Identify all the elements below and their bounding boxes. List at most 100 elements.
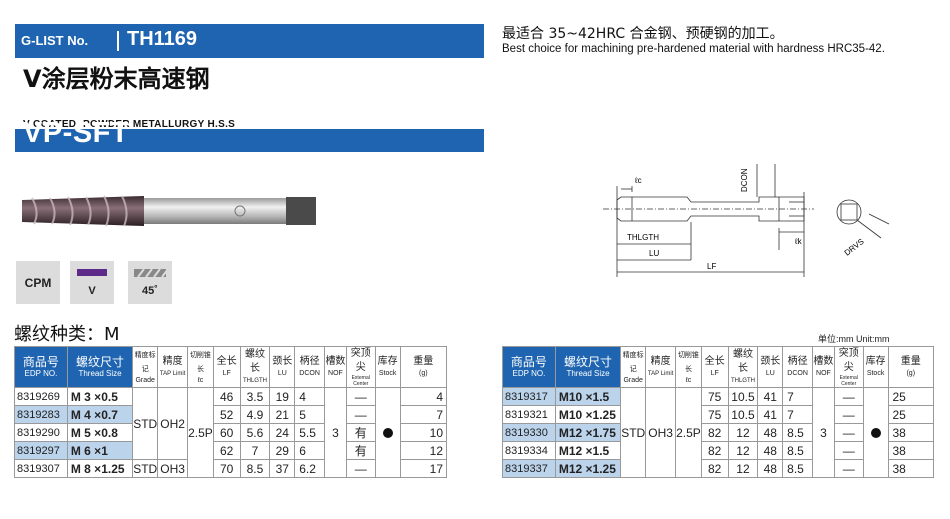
weight-cell: 12 <box>399 441 448 460</box>
edp-cell: 8319283 <box>14 405 68 424</box>
weight-cell: 7 <box>399 405 448 424</box>
lu-cell: 48 <box>757 441 784 460</box>
table-row: 8319337 M12 ×1.25 82 12 48 8.5 — 38 <box>502 459 934 478</box>
thl-cell: 10.5 <box>727 387 759 406</box>
title-panel: V涂层粉末高速钢 V COATED· POWDER METALLURGY H.S… <box>15 58 484 130</box>
lf-cell: 62 <box>212 441 241 460</box>
ext-cell: — <box>345 459 376 478</box>
table-row: 8319290 M 5 ×0.8 60 5.6 24 5.5 有 10 <box>14 423 448 442</box>
lf-cell: 75 <box>700 405 729 424</box>
edp-cell: 8319330 <box>502 423 556 442</box>
grade-cell: STD <box>132 387 159 460</box>
edp-cell: 8319269 <box>14 387 68 406</box>
edp-cell: 8319317 <box>502 387 556 406</box>
coating-color-bar-icon <box>77 269 107 276</box>
ext-cell: — <box>833 423 864 442</box>
dcon-cell: 8.5 <box>782 441 813 460</box>
edp-cell: 8319321 <box>502 405 556 424</box>
weight-cell: 38 <box>887 423 934 442</box>
lf-cell: 82 <box>700 459 729 478</box>
dcon-cell: 4 <box>294 387 326 406</box>
glist-label: G-LIST No. <box>21 33 89 48</box>
thl-cell: 4.9 <box>239 405 271 424</box>
size-cell: M 6 ×1 <box>66 441 134 460</box>
tap-cell: OH3 <box>645 387 677 478</box>
drawing-lk-label: ℓk <box>794 237 803 246</box>
lu-cell: 21 <box>269 405 296 424</box>
drawing-lf-label: LF <box>707 262 716 271</box>
size-cell: M 3 ×0.5 <box>66 387 134 406</box>
coating-badge: V <box>70 261 114 304</box>
weight-cell: 25 <box>887 405 934 424</box>
lf-cell: 75 <box>700 387 729 406</box>
title-cn: V涂层粉末高速钢 <box>23 65 210 93</box>
table-row: 8319307 M 8 ×1.25 STD OH3 70 8.5 37 6.2 … <box>14 459 448 478</box>
dcon-cell: 8.5 <box>782 459 813 478</box>
thl-cell: 5.6 <box>239 423 271 442</box>
lu-cell: 24 <box>269 423 296 442</box>
thl-cell: 7 <box>239 441 271 460</box>
tap-tool-image <box>22 195 316 227</box>
ext-cell: — <box>833 387 864 406</box>
ext-cell: — <box>833 459 864 478</box>
size-cell: M12 ×1.25 <box>554 459 622 478</box>
edp-cell: 8319334 <box>502 441 556 460</box>
drawing-lc-label: ℓc <box>634 176 642 185</box>
table-row: 8319317 M10 ×1.5 STD OH3 2.5P 75 10.5 41… <box>502 387 934 478</box>
edp-cell: 8319307 <box>14 459 68 478</box>
lf-cell: 70 <box>212 459 241 478</box>
weight-cell: 4 <box>399 387 448 406</box>
thl-cell: 10.5 <box>727 405 759 424</box>
series-bar: VP-SFT <box>15 117 484 152</box>
drawing-lu-label: LU <box>649 249 659 258</box>
stock-cell <box>862 387 889 478</box>
cpm-icon: CPM <box>24 276 52 290</box>
dcon-cell: 5 <box>294 405 326 424</box>
size-cell: M10 ×1.5 <box>554 387 622 406</box>
thl-cell: 8.5 <box>239 459 271 478</box>
lu-cell: 41 <box>757 405 784 424</box>
glist-divider <box>117 31 119 51</box>
helix-label: 45˚ <box>142 285 158 297</box>
lu-cell: 29 <box>269 441 296 460</box>
lu-cell: 48 <box>757 423 784 442</box>
lc-cell: 2.5P <box>675 387 702 478</box>
table-row: 8319297 M 6 ×1 62 7 29 6 有 12 <box>14 441 448 460</box>
lu-cell: 37 <box>269 459 296 478</box>
table-row: 8319269 M 3 ×0.5 STD OH2 2.5P 46 3.5 19 … <box>14 387 448 478</box>
grade-cell: STD <box>620 387 647 478</box>
coating-label: V <box>88 285 96 297</box>
thl-cell: 12 <box>727 441 759 460</box>
unit-note: 单位:mm Unit:mm <box>818 334 890 344</box>
size-cell: M 8 ×1.25 <box>66 459 134 478</box>
lf-cell: 82 <box>700 441 729 460</box>
lf-cell: 82 <box>700 423 729 442</box>
thread-kind-label: 螺纹种类：M <box>14 324 120 345</box>
weight-cell: 25 <box>887 387 934 406</box>
col-weight: 重量(g) <box>887 346 934 388</box>
weight-cell: 38 <box>887 459 934 478</box>
description-en: Best choice for machining pre-hardened m… <box>502 43 885 55</box>
drawing-drvs-label: DRVS <box>843 237 866 258</box>
glist-code: TH1169 <box>127 28 198 50</box>
col-weight: 重量(g) <box>399 346 448 388</box>
